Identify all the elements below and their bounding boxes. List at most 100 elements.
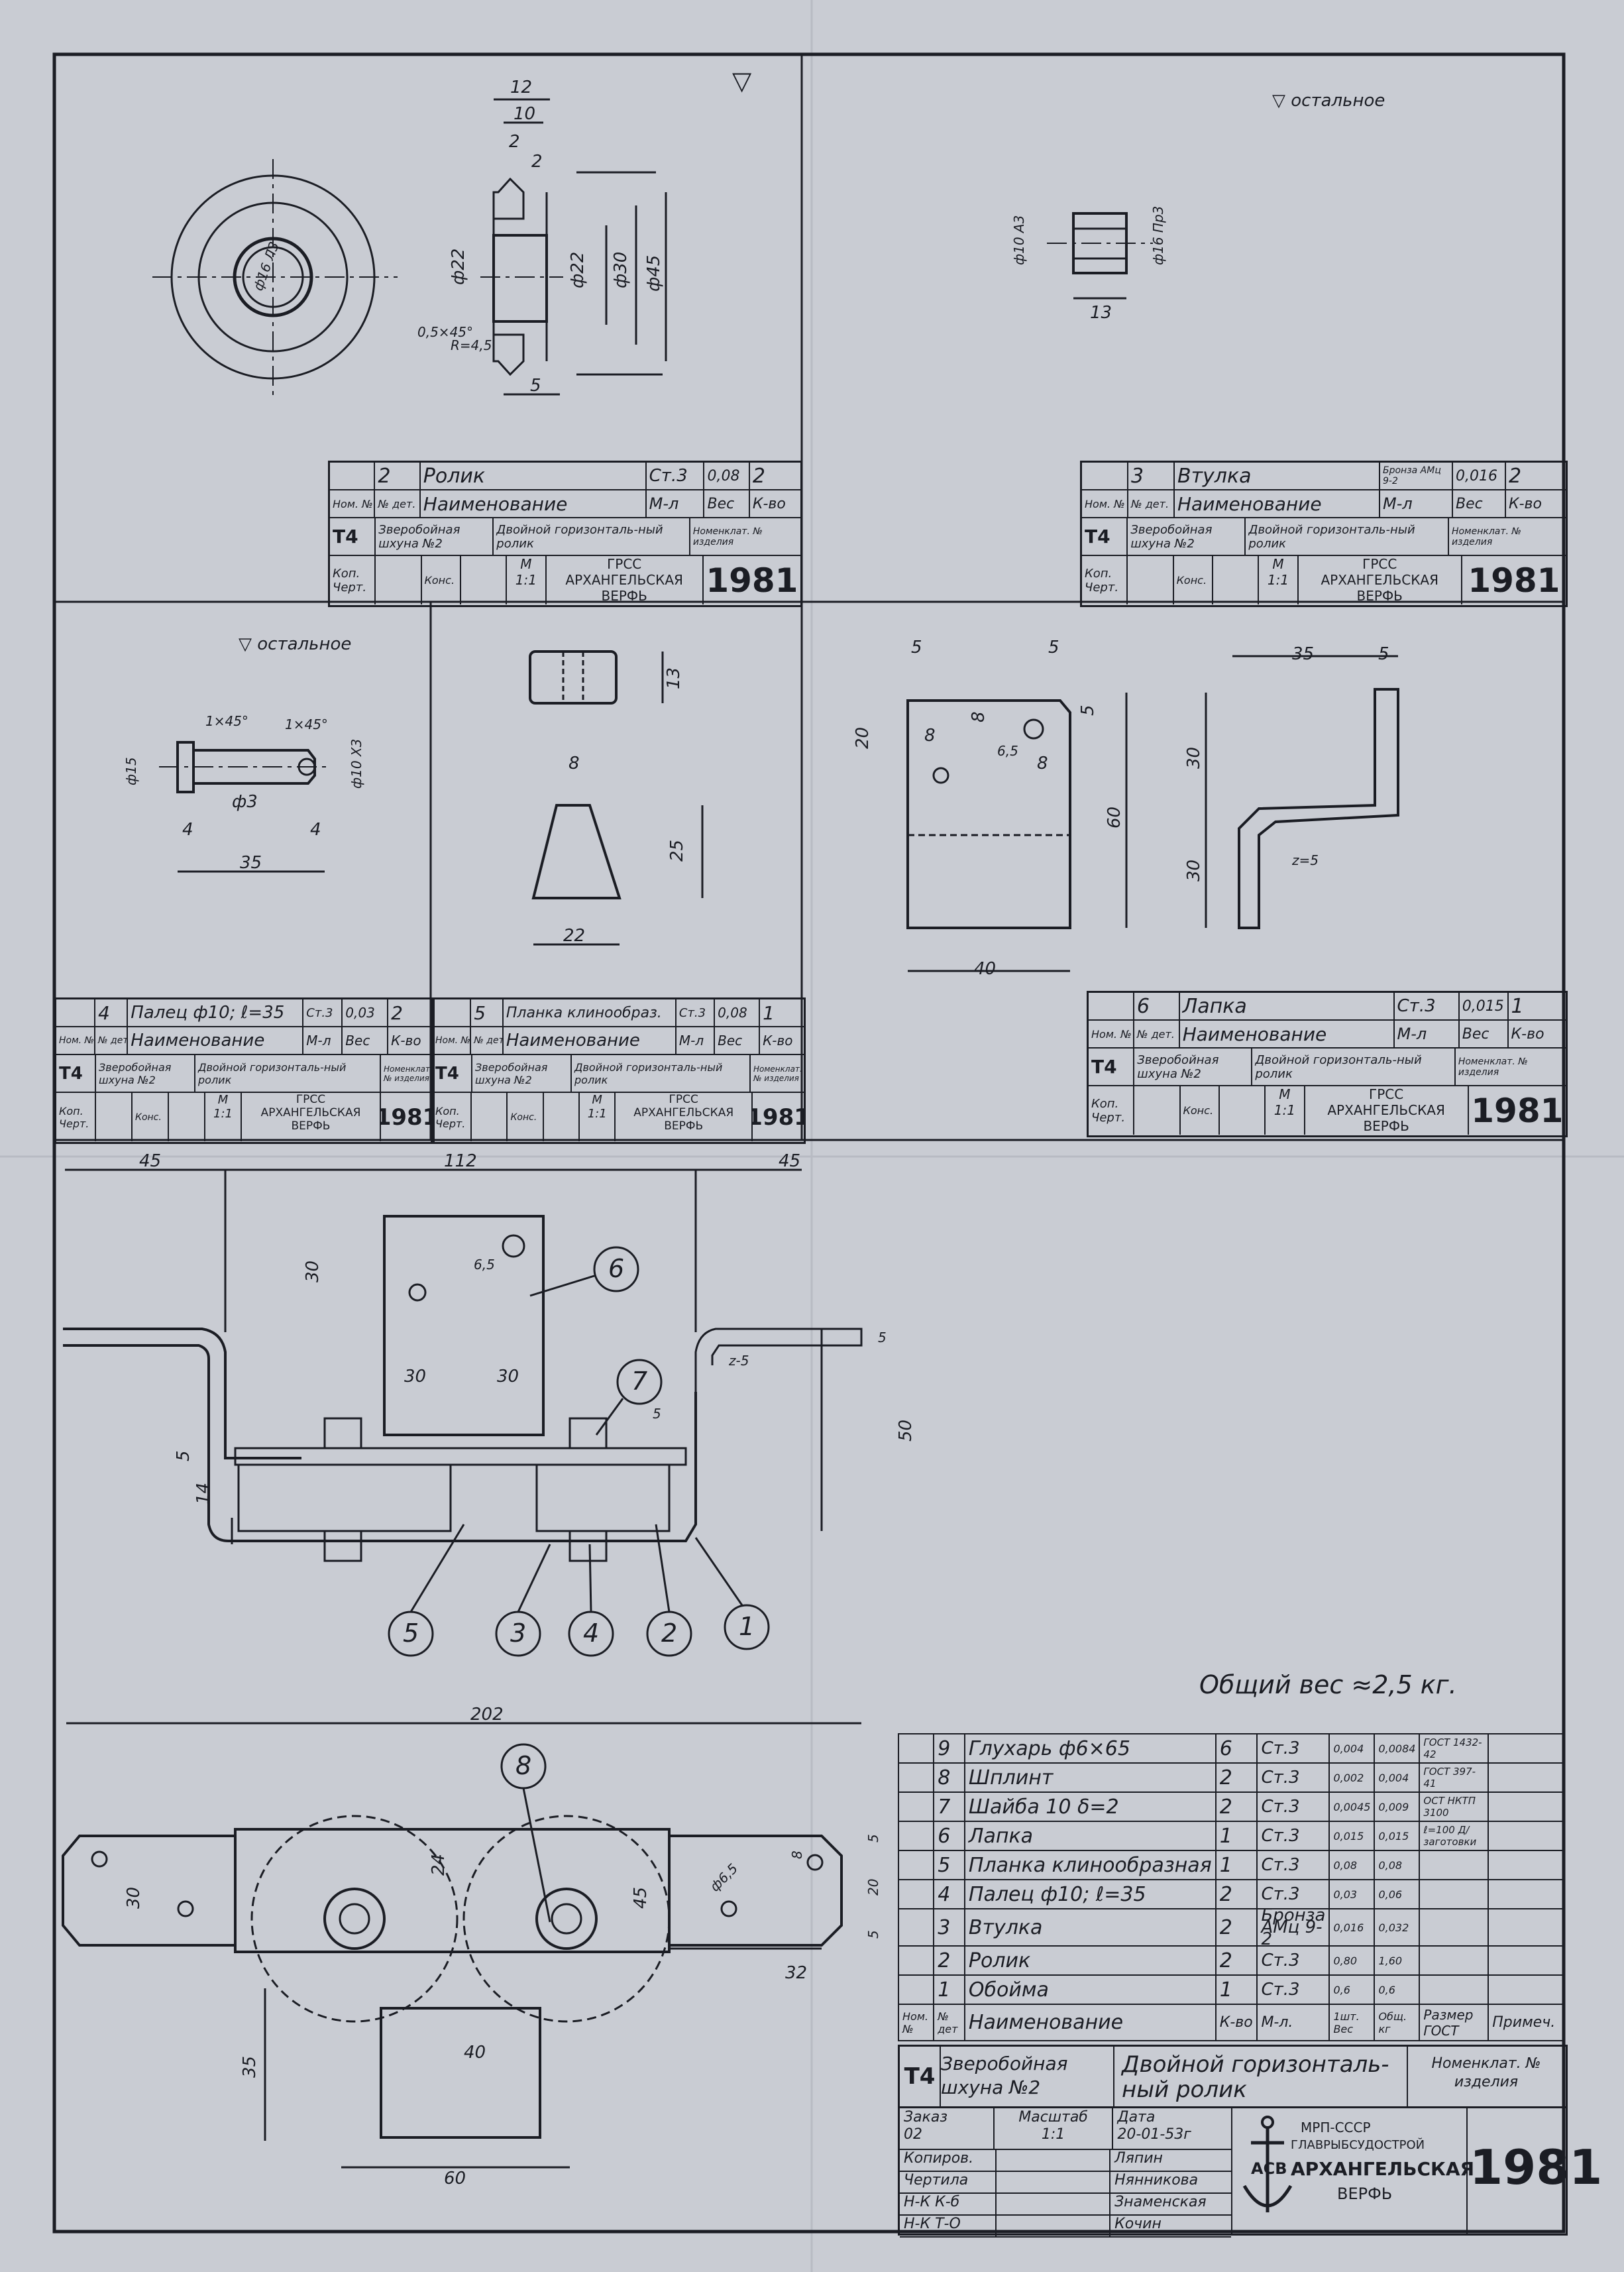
ship-name: Зверобойная шхуна №2 — [96, 1055, 195, 1092]
dim-label: 60 — [444, 2169, 466, 2188]
part-qty: 1 — [763, 1001, 775, 1024]
bom-std — [1419, 1850, 1489, 1880]
kons-label: Конс. — [508, 1093, 544, 1141]
bom-name: Глухарь ф6×65 — [963, 1733, 1217, 1764]
signature-name: Кочин — [1114, 2216, 1162, 2232]
header-det: № дет. — [1134, 1021, 1180, 1047]
assembly-front-view — [63, 1168, 863, 1562]
dim-label: 24 — [429, 1854, 449, 1876]
chert-label: Черт. — [435, 1117, 466, 1130]
surface-mark: ▽ — [732, 66, 752, 95]
dim-label: 202 — [470, 1705, 504, 1725]
signature-role: Копиров. — [900, 2150, 997, 2171]
paw-drawing — [906, 655, 1399, 972]
year: 1981 — [381, 1104, 433, 1131]
scale: 1:1 — [1273, 1102, 1295, 1118]
m-label: М — [520, 556, 532, 572]
part-qty: 2 — [391, 1001, 403, 1024]
header-mat: М-л — [647, 490, 705, 517]
m-label: М — [217, 1093, 229, 1107]
code: Т4 — [433, 1055, 472, 1092]
header-mat: М-л — [303, 1027, 343, 1054]
org-l1: ГРСС — [296, 1093, 326, 1106]
bom-h-name: Наименование — [963, 2004, 1217, 2041]
dim-label: 10 — [514, 104, 535, 124]
dim-label: 22 — [563, 926, 585, 946]
bom-wt: 0,009 — [1374, 1791, 1421, 1822]
bom-nom — [897, 1908, 935, 1947]
bom-note — [1488, 1945, 1564, 1976]
m-label: М — [1279, 1086, 1291, 1102]
code: Т4 — [330, 518, 376, 555]
bom-wt: 1,60 — [1374, 1945, 1421, 1976]
callout-label: 7 — [631, 1367, 647, 1396]
dim-label: 30 — [303, 1261, 323, 1282]
part-num: 6 — [1134, 993, 1180, 1019]
dim-label: 20 — [853, 727, 873, 749]
nomenkl-label: Номенклат. № изделия — [1451, 526, 1521, 547]
code: Т4 — [1089, 1049, 1135, 1085]
dim-label: 2 — [509, 132, 520, 152]
callout-label: 3 — [510, 1619, 526, 1648]
header-mat: М-л — [677, 1027, 716, 1054]
dim-label: z-5 — [728, 1353, 749, 1369]
part-material: Ст.3 — [1395, 993, 1460, 1019]
anchor-logo-icon — [1242, 2116, 1293, 2212]
dim-label: 5 — [1078, 705, 1098, 716]
dim-label: 13 — [664, 667, 684, 689]
bom-w1: 0,0045 — [1328, 1791, 1376, 1822]
kop-label: Коп. — [1085, 566, 1112, 581]
bom-mat: Ст.3 — [1256, 1733, 1330, 1764]
bom-det: 2 — [933, 1945, 965, 1976]
nomenkl-label: Номенклат. № изделия — [1431, 2055, 1541, 2090]
bom-det: 9 — [933, 1733, 965, 1764]
bom-nom — [897, 1791, 935, 1822]
signature-grid: Заказ 02 Масштаб 1:1 Дата 20-01-53г Копи… — [900, 2108, 1231, 2238]
bom-det: 5 — [933, 1850, 965, 1880]
scale: 1:1 — [213, 1107, 233, 1121]
bom-std — [1419, 1908, 1489, 1947]
bom-note — [1488, 1791, 1564, 1822]
year: 1981 — [753, 1104, 804, 1131]
kop-label: Коп. — [1091, 1096, 1119, 1111]
part-num: 4 — [95, 999, 129, 1026]
total-weight: Общий вес ≈2,5 кг. — [1199, 1670, 1457, 1699]
dim-label: 30 — [404, 1367, 426, 1387]
assembly-plan-view — [62, 1722, 861, 2169]
bom-wt: 0,06 — [1374, 1879, 1421, 1909]
callout-balloons — [388, 1246, 770, 1923]
product-name: Двойной горизонталь-ный ролик — [1246, 518, 1449, 555]
header-naim: Наименование — [128, 1027, 304, 1054]
bom-w1: 0,03 — [1328, 1879, 1376, 1909]
bom-qty: 6 — [1215, 1733, 1258, 1764]
bom-det: 3 — [933, 1908, 965, 1947]
year: 1981 — [1470, 2139, 1603, 2195]
dim-label: 8 — [969, 711, 989, 722]
callout-label: 6 — [608, 1254, 624, 1283]
bushing-drawing — [1047, 212, 1153, 300]
signature-sign — [997, 2172, 1111, 2192]
product-name: Двойной горизонталь-ный ролик — [195, 1055, 381, 1092]
signature-role: Чертила — [900, 2172, 997, 2192]
dim-label: 5 — [530, 376, 541, 396]
org-l3: ВЕРФЬ — [1356, 588, 1403, 604]
bom-qty: 1 — [1215, 1850, 1258, 1880]
bom-note — [1488, 1762, 1564, 1793]
dim-label: 4 — [310, 820, 321, 840]
org-l1: ГРСС — [1369, 1086, 1404, 1102]
part-material: Ст.3 — [303, 999, 343, 1026]
part-qty: 2 — [1509, 464, 1522, 488]
dim-label: 35 — [1292, 644, 1314, 664]
chert-label: Черт. — [333, 580, 367, 595]
dim-label: 2 — [531, 152, 543, 172]
bom-name: Планка клинообразная — [963, 1850, 1217, 1880]
part-qty: 1 — [1511, 994, 1524, 1018]
kop-label: Коп. — [333, 566, 360, 581]
signature-name: Знаменская — [1114, 2194, 1207, 2210]
part-block-paw: 6 Лапка Ст.3 0,015 1 Ном. № № дет. Наиме… — [1087, 991, 1568, 1137]
bom-mat: Бронза АМц 9-2 — [1256, 1908, 1330, 1947]
part-name: Ролик — [421, 463, 647, 489]
chert-label: Черт. — [1091, 1110, 1126, 1125]
